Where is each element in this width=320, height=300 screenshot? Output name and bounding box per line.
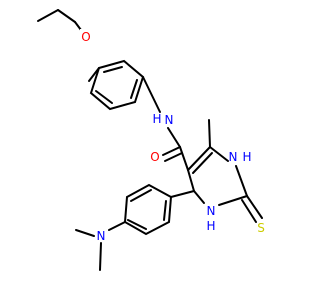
bond-ethyl-oxygen xyxy=(74,21,82,31)
bond-c5-c6-double xyxy=(192,152,213,174)
bond-n-methyl-1 xyxy=(99,242,102,271)
bond-layer xyxy=(37,9,263,271)
bond-phenyl-n-dimethyl xyxy=(108,221,126,231)
bond-carbonyl-double-1 xyxy=(162,146,181,156)
atom-n3-hydrogen: H xyxy=(206,219,215,233)
bond-c6-methyl xyxy=(208,119,211,148)
atom-dimethyl-nitrogen: N xyxy=(97,229,106,243)
bond-n-methyl-2 xyxy=(75,229,95,237)
bond-c5-c6 xyxy=(187,146,211,171)
bond-ethoxyphenyl-double-2 xyxy=(130,79,138,99)
bond-ethoxyphenyl-double-3 xyxy=(95,90,113,104)
label-mask xyxy=(80,29,93,44)
bond-c4-phenyl xyxy=(170,190,195,198)
bond-ethoxyphenyl-double-1 xyxy=(103,66,123,73)
bond-amide-n-carbonyl xyxy=(167,127,181,148)
canvas-background xyxy=(0,0,300,300)
atom-sulfur: S xyxy=(257,221,265,235)
atom-carbonyl-oxygen: O xyxy=(150,150,159,164)
bond-n3-c4 xyxy=(193,190,205,204)
bond-c2-s-2 xyxy=(241,199,257,223)
bond-n1-c2 xyxy=(235,165,248,197)
bond-carbonyl-double-2 xyxy=(164,152,183,162)
atom-ether-oxygen: O xyxy=(81,30,90,44)
bond-aminophenyl-double-1 xyxy=(130,189,152,202)
atom-amide-nitrogen: N xyxy=(165,113,174,127)
bond-c2-s-1 xyxy=(246,195,263,219)
atom-n3-nitrogen: N xyxy=(207,204,216,218)
bond-ethyl-1 xyxy=(37,9,59,22)
atom-n1-hydrogen: H xyxy=(242,150,251,164)
bond-ethyl-2 xyxy=(57,9,76,23)
atom-n1-nitrogen: N xyxy=(229,150,238,164)
bond-ethoxyphenyl-ring xyxy=(89,59,145,111)
atom-amide-hydrogen: H xyxy=(152,112,161,126)
bond-c4-c5 xyxy=(187,169,195,192)
bond-aminophenyl-double-2 xyxy=(127,219,147,230)
molecule-structure: O N H O N H N H S N xyxy=(0,0,300,300)
bond-c6-n1 xyxy=(209,146,229,162)
bond-aminophenyl-double-3 xyxy=(163,200,167,221)
bond-carbonyl-c5 xyxy=(179,146,189,171)
bond-phenyl-amide-n xyxy=(142,76,161,113)
bond-c2-n3 xyxy=(218,195,248,206)
atom-label-layer: O N H O N H N H S N xyxy=(80,29,265,243)
